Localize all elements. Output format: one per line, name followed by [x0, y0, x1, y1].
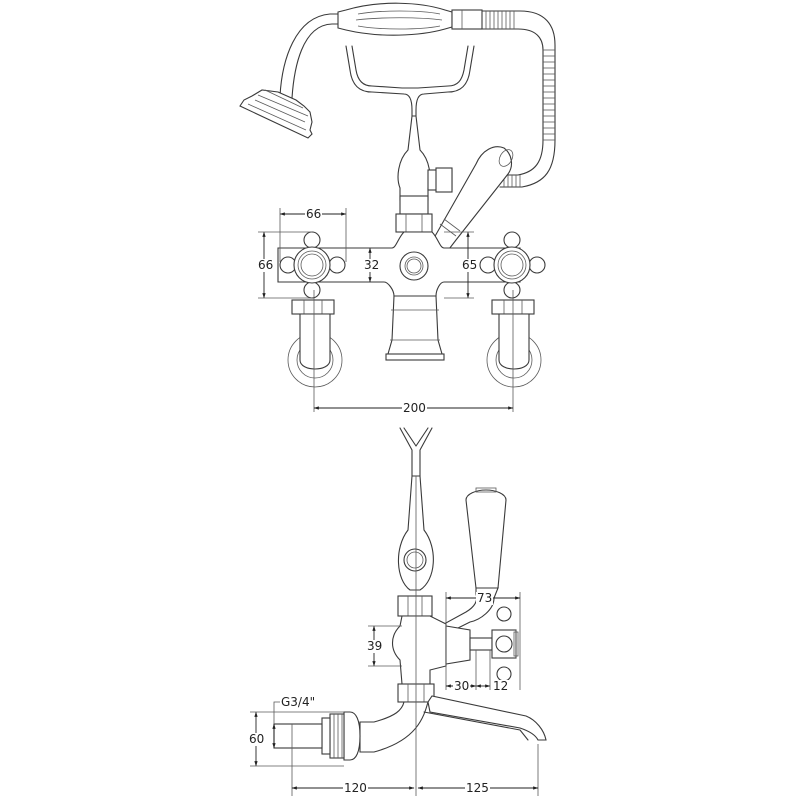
dim-inlet-height: 60 — [248, 732, 266, 746]
cradle-side — [399, 427, 413, 477]
inlet-elbow — [359, 701, 429, 753]
dim-body-to-base: 65 — [461, 258, 479, 272]
right-cross-handle — [479, 231, 546, 388]
dim-spout-projection: 125 — [465, 781, 490, 795]
dim-spindle-a: 30 — [453, 679, 471, 693]
dim-spindle-b: 12 — [492, 679, 510, 693]
bath-spout — [427, 695, 547, 741]
central-riser — [395, 115, 453, 233]
shower-head — [239, 89, 313, 139]
handset-cradle — [345, 45, 475, 117]
dim-handle-height: 66 — [257, 258, 275, 272]
dim-wall-to-centre: 120 — [343, 781, 368, 795]
dim-thread: G3/4" — [280, 695, 317, 709]
side-view — [250, 427, 547, 796]
front-dimensions — [258, 208, 514, 412]
dim-body-height: 32 — [363, 258, 381, 272]
lever-side — [465, 489, 507, 589]
front-view — [239, 2, 556, 412]
mixer-body — [277, 231, 521, 361]
left-cross-handle — [279, 231, 346, 388]
dim-handle-width: 66 — [305, 207, 323, 221]
dim-side-body-height: 39 — [366, 639, 384, 653]
shower-hose — [279, 2, 556, 188]
diverter-lever — [417, 146, 514, 267]
dim-lever-offset: 73 — [476, 591, 494, 605]
side-dimensions — [250, 476, 539, 796]
dim-centres: 200 — [402, 401, 427, 415]
